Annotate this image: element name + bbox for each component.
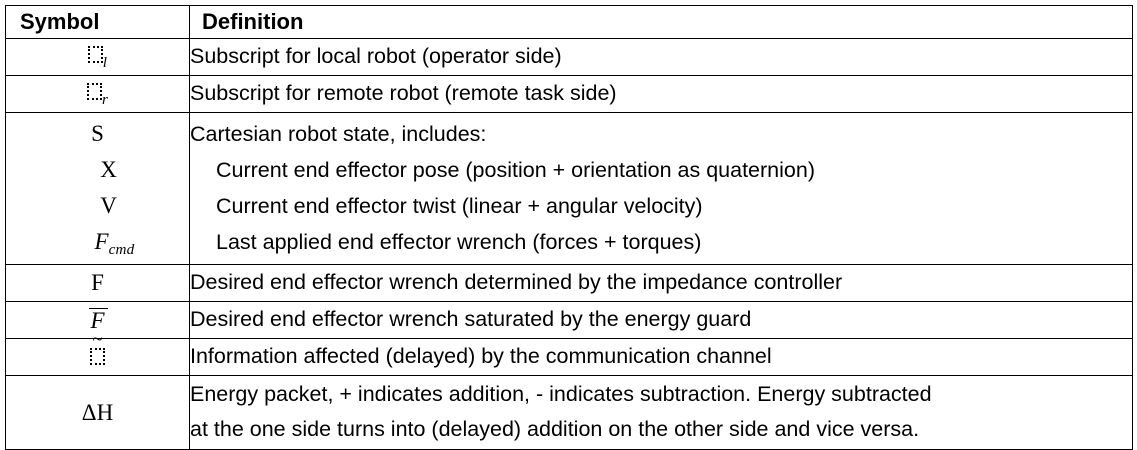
symbol-definition-table-page: Symbol Definition l Subscript for local … (5, 5, 1133, 450)
definition-line: Current end effector pose (position + or… (216, 158, 815, 182)
symbol-glyph-delta-h: ΔH (81, 399, 114, 425)
definition-stack: Cartesian robot state, includes: Current… (190, 113, 1132, 264)
definition-cell-saturated-wrench: Desired end effector wrench saturated by… (189, 301, 1133, 339)
definition-line: Cartesian robot state, includes: (190, 122, 487, 146)
definition-cell-desired-wrench: Desired end effector wrench determined b… (189, 264, 1133, 302)
symbol-glyph-f: F (91, 270, 104, 296)
definition-cell-remote-subscript: Subscript for remote robot (remote task … (189, 75, 1133, 113)
definition-cell-cartesian-state: Cartesian robot state, includes: Current… (189, 112, 1133, 265)
dotted-square-tilde-group: ~ (90, 330, 105, 368)
header-label-definition: Definition (202, 9, 304, 34)
symbol-cell-local-subscript: l (5, 38, 190, 76)
symbol-definition-table: Symbol Definition l Subscript for local … (5, 5, 1133, 450)
symbol-glyph-f-overbar: F (89, 307, 108, 333)
definition-text: Subscript for remote robot (remote task … (190, 81, 617, 106)
symbol-state-x: X (100, 157, 117, 182)
header-row: Symbol Definition (5, 5, 1133, 39)
symbol-subscript-local: l (102, 54, 108, 72)
symbol-stack: S X V Fcmd (6, 113, 189, 264)
symbol-cell-remote-subscript: r (5, 75, 190, 113)
definition-text: Subscript for local robot (operator side… (190, 44, 562, 69)
definition-text: Information affected (delayed) by the co… (190, 344, 772, 369)
symbol-cell-saturated-wrench: F (5, 301, 190, 339)
dotted-square-icon (90, 348, 105, 366)
definition-line: at the one side turns into (delayed) add… (190, 417, 920, 441)
table-body: l Subscript for local robot (operator si… (5, 38, 1133, 450)
symbol-state-v: V (100, 193, 117, 218)
header-cell-symbol: Symbol (5, 5, 190, 39)
header-cell-definition: Definition (189, 5, 1133, 39)
table-row: F Desired end effector wrench determined… (5, 264, 1133, 302)
definition-text: Desired end effector wrench saturated by… (190, 307, 752, 332)
definition-cell-delayed-information: Information affected (delayed) by the co… (189, 338, 1133, 376)
table-row: ΔH Energy packet, + indicates addition, … (5, 375, 1133, 450)
table-row: S X V Fcmd Cartesian robot state, includ… (5, 112, 1133, 265)
tilde-accent-icon: ~ (92, 329, 103, 351)
definition-cell-energy-packet: Energy packet, + indicates addition, - i… (189, 375, 1133, 450)
symbol-subscript-remote: r (101, 91, 109, 109)
symbol-state-s: S (91, 121, 104, 146)
symbol-cell-desired-wrench: F (5, 264, 190, 302)
definition-cell-local-subscript: Subscript for local robot (operator side… (189, 38, 1133, 76)
symbol-state-fcmd: Fcmd (94, 229, 135, 258)
definition-line: Current end effector twist (linear + ang… (216, 194, 703, 218)
table-row: ~ Information affected (delayed) by the … (5, 330, 1133, 376)
table-row: r Subscript for remote robot (remote tas… (5, 75, 1133, 113)
definition-text: Desired end effector wrench determined b… (190, 270, 843, 295)
table-row: l Subscript for local robot (operator si… (5, 38, 1133, 76)
header-label-symbol: Symbol (20, 9, 100, 34)
definition-line: Energy packet, + indicates addition, - i… (190, 382, 932, 406)
dotted-square-icon (86, 83, 102, 101)
definition-stack: Energy packet, + indicates addition, - i… (190, 376, 1132, 449)
symbol-cell-energy-packet: ΔH (5, 375, 190, 450)
dotted-square-icon (87, 46, 103, 64)
table-row: F Desired end effector wrench saturated … (5, 301, 1133, 339)
symbol-cell-cartesian-state: S X V Fcmd (5, 112, 190, 265)
definition-line: Last applied end effector wrench (forces… (216, 230, 702, 254)
table-header: Symbol Definition (5, 5, 1133, 39)
symbol-cell-delayed-information: ~ (5, 330, 190, 376)
